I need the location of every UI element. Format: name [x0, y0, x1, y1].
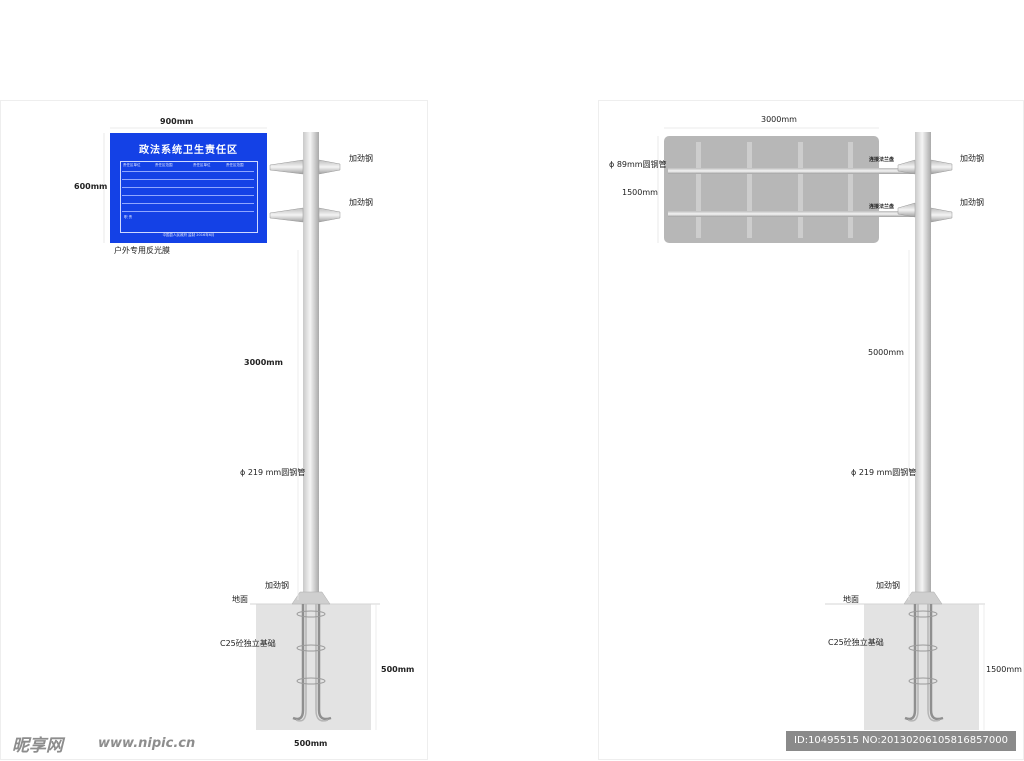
left-pole-height-label: 3000mm	[244, 358, 283, 367]
right-ground-label: 地面	[843, 595, 859, 604]
right-tube-2	[668, 211, 915, 217]
left-pole-spec-label: ϕ 219 mm圆钢管	[240, 468, 306, 477]
right-stiffener-label-2: 加劲钢	[960, 198, 984, 207]
right-base-stiffener	[903, 591, 943, 605]
left-pole	[303, 132, 319, 602]
sign-row-line	[122, 211, 254, 212]
sign-row-line	[122, 171, 254, 172]
left-sign-material-label: 户外专用反光膜	[114, 246, 170, 255]
left-drawing-frame	[0, 100, 428, 760]
left-base-stiffener-label: 加劲钢	[265, 581, 289, 590]
sign-footer: 中国县人民政府 监制 2016年6月	[162, 233, 215, 237]
left-sign-height-label: 600mm	[74, 182, 108, 191]
sign-duty-label: 职 责	[124, 215, 133, 219]
right-base-stiffener-label: 加劲钢	[876, 581, 900, 590]
image-id-bar: ID:10495515 NO:20130206105816857000	[786, 731, 1016, 751]
left-anchor-rings	[296, 610, 326, 685]
right-tube-1	[668, 168, 915, 174]
sign-table	[120, 161, 258, 233]
sign-row-line	[122, 195, 254, 196]
sign-header-1: 责任区单位	[123, 163, 141, 167]
left-anchor-bolts	[292, 604, 332, 722]
right-stiffener-label-1: 加劲钢	[960, 154, 984, 163]
right-board-height-label: 1500mm	[622, 188, 658, 197]
left-stiffener-label-2: 加劲钢	[349, 198, 373, 207]
left-foundation-block	[256, 604, 371, 730]
left-arm-bracket-1	[269, 159, 341, 175]
left-ground-label: 地面	[232, 595, 248, 604]
right-tube-spec-label: ϕ 89mm圆钢管	[609, 160, 667, 169]
sign-header-3: 责任区单位	[193, 163, 211, 167]
right-flange-label-2: 连接法兰盘	[869, 204, 895, 210]
right-arm-bracket-2	[897, 202, 953, 223]
left-foundation-label: C25砼独立基础	[220, 639, 276, 648]
left-foundation-width-label: 500mm	[294, 739, 328, 748]
left-base-stiffener	[291, 591, 331, 605]
sign-header-4: 责任区范围	[226, 163, 244, 167]
right-board-width-label: 3000mm	[761, 115, 797, 124]
right-anchor-rings	[908, 610, 938, 685]
left-arm-bracket-2	[269, 207, 341, 223]
left-stiffener-label-1: 加劲钢	[349, 154, 373, 163]
right-pole-spec-label: ϕ 219 mm圆钢管	[851, 468, 917, 477]
right-foundation-depth-label: 1500mm	[986, 665, 1022, 674]
left-sign-width-label: 900mm	[160, 117, 194, 126]
sign-row-line	[122, 203, 254, 204]
watermark-url: www.nipic.cn	[98, 736, 196, 751]
right-foundation-label: C25砼独立基础	[828, 638, 884, 647]
watermark-logo: 昵享网	[12, 736, 63, 756]
sign-header-2: 责任区范围	[155, 163, 173, 167]
right-flange-label-1: 连接法兰盘	[869, 157, 895, 163]
sign-title: 政法系统卫生责任区	[139, 145, 238, 156]
right-arm-bracket-1	[897, 159, 953, 175]
right-foundation-block	[864, 604, 979, 730]
right-pole	[915, 132, 931, 602]
sign-row-line	[122, 179, 254, 180]
sign-row-line	[122, 187, 254, 188]
left-sign-board: 政法系统卫生责任区 责任区单位 责任区范围 责任区单位 责任区范围 职 责 中国…	[110, 133, 267, 243]
right-anchor-bolts	[904, 604, 944, 722]
right-pole-height-label: 5000mm	[868, 348, 904, 357]
right-billboard-ribs	[696, 142, 853, 238]
left-foundation-depth-label: 500mm	[381, 665, 415, 674]
